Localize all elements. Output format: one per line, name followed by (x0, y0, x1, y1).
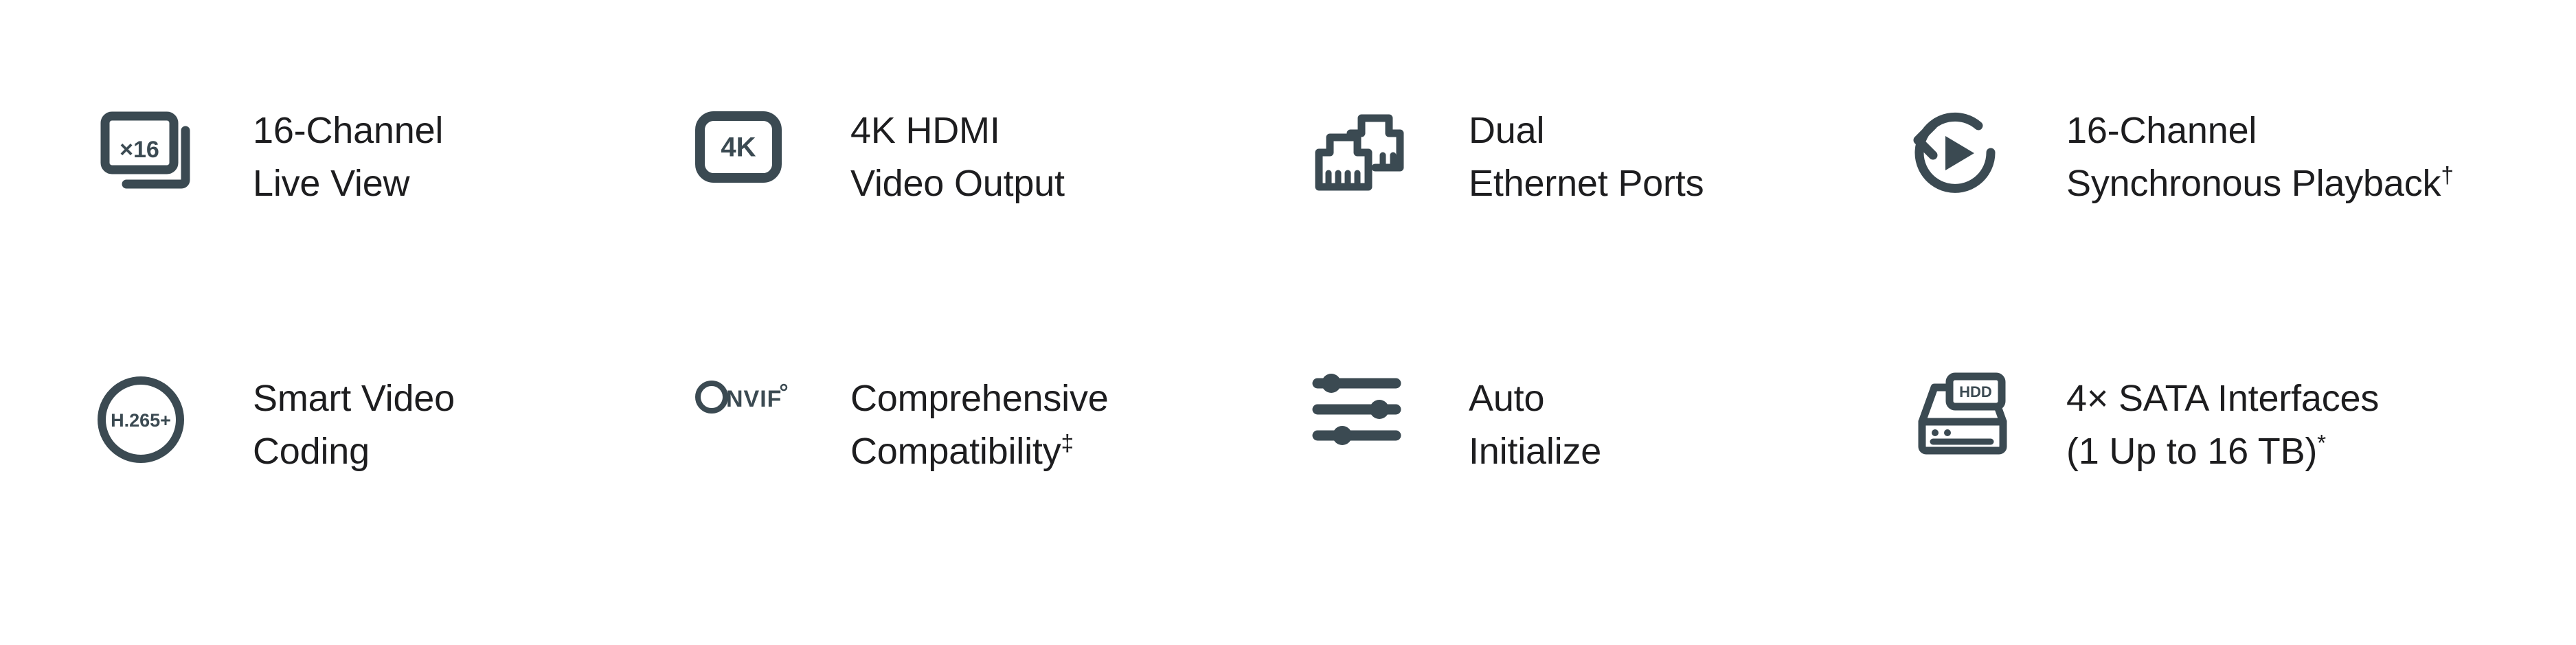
svg-text:H.265+: H.265+ (111, 410, 171, 431)
feature-item-live-view: ×16 16-Channel Live View (96, 103, 694, 371)
feature-line-1: Dual (1469, 110, 1545, 151)
svg-text:×16: ×16 (120, 137, 159, 163)
feature-line-1: 16-Channel (253, 110, 444, 151)
feature-item-onvif-compatibility: NVIF Comprehensive Compatibility‡ (694, 371, 1312, 577)
feature-label: 4K HDMI Video Output (850, 103, 1065, 210)
feature-line-1: 4K HDMI (850, 110, 1000, 151)
feature-footnote: † (2441, 163, 2454, 188)
svg-text:HDD: HDD (1959, 383, 1992, 400)
feature-line-2: Synchronous Playback† (2066, 163, 2454, 204)
feature-line-2: Live View (253, 163, 410, 204)
feature-item-synchronous-playback: 16-Channel Synchronous Playback† (1910, 103, 2576, 371)
feature-footnote: * (2317, 431, 2326, 456)
feature-line-1: 16-Channel (2066, 110, 2257, 151)
feature-line-1: 4× SATA Interfaces (2066, 378, 2380, 419)
h265plus-icon: H.265+ (96, 371, 217, 475)
feature-line-2: Video Output (850, 163, 1065, 204)
feature-line-2: (1 Up to 16 TB)* (2066, 431, 2326, 472)
feature-line-2: Coding (253, 431, 370, 472)
feature-label: 4× SATA Interfaces (1 Up to 16 TB)* (2066, 371, 2379, 478)
feature-label: 16-Channel Live View (253, 103, 443, 210)
feature-line-2: Initialize (1469, 431, 1602, 472)
sliders-auto-initialize-icon (1312, 371, 1433, 475)
dual-ethernet-port-icon (1312, 103, 1433, 207)
feature-line-1: Comprehensive (850, 378, 1109, 419)
feature-line-1: Auto (1469, 378, 1545, 419)
hdd-sata-icon: HDD (1910, 371, 2031, 475)
4k-hdmi-icon: 4K (694, 103, 815, 207)
feature-label: Comprehensive Compatibility‡ (850, 371, 1109, 478)
multi-channel-live-view-icon: ×16 (96, 103, 217, 207)
onvif-logo-icon: NVIF (694, 371, 815, 475)
svg-text:4K: 4K (721, 133, 756, 163)
feature-line-2: Compatibility‡ (850, 431, 1074, 472)
feature-label: Dual Ethernet Ports (1469, 103, 1704, 210)
feature-item-smart-video-coding: H.265+ Smart Video Coding (96, 371, 694, 577)
feature-item-dual-ethernet: Dual Ethernet Ports (1312, 103, 1910, 371)
feature-label: 16-Channel Synchronous Playback† (2066, 103, 2454, 210)
feature-item-4k-hdmi: 4K 4K HDMI Video Output (694, 103, 1312, 371)
feature-item-auto-initialize: Auto Initialize (1312, 371, 1910, 577)
feature-label: Auto Initialize (1469, 371, 1601, 478)
feature-item-sata-interfaces: HDD 4× SATA Interfaces (1 Up to 16 TB)* (1910, 371, 2576, 577)
feature-footnote: ‡ (1061, 431, 1074, 456)
feature-label: Smart Video Coding (253, 371, 455, 478)
svg-text:NVIF: NVIF (726, 386, 782, 412)
feature-line-1: Smart Video (253, 378, 455, 419)
feature-line-2: Ethernet Ports (1469, 163, 1704, 204)
synchronous-playback-icon (1910, 103, 2031, 207)
